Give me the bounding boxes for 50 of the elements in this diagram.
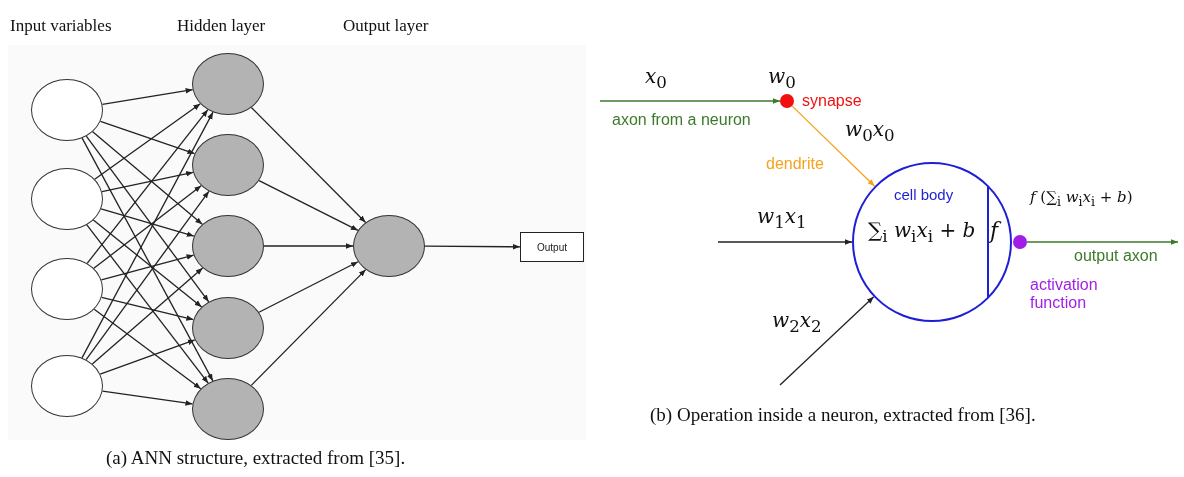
- arrow: [258, 261, 359, 313]
- arrow: [92, 219, 203, 308]
- arrow: [779, 296, 875, 386]
- arrow: [93, 308, 202, 390]
- arrow: [1026, 239, 1179, 245]
- arrow: [81, 111, 214, 359]
- synapse-label: synapse: [802, 92, 862, 110]
- arrow: [94, 103, 201, 180]
- arrow: [599, 98, 781, 104]
- arrow: [91, 267, 204, 365]
- arrow: [99, 120, 196, 155]
- output-axon-label: output axon: [1074, 247, 1158, 265]
- arrow: [99, 339, 196, 375]
- sum-formula: ∑$_{i}$ w$_{i}$x$_{i}$ + b: [868, 218, 976, 246]
- arrow: [92, 131, 203, 225]
- arrow: [717, 239, 853, 245]
- output-box: [520, 232, 584, 262]
- weight-symbol: w$_{0}$: [768, 64, 796, 92]
- arrow: [101, 171, 194, 193]
- arrow: [86, 109, 209, 264]
- caption: (a) ANN structure, extracted from [35].: [106, 447, 406, 469]
- dendrite-label: dendrite: [766, 155, 824, 173]
- axon-label: axon from a neuron: [612, 111, 751, 129]
- activation-function-label: activation function: [1030, 276, 1099, 312]
- cell-body-circle: [852, 162, 1012, 322]
- arrow: [100, 208, 195, 237]
- arrow: [101, 88, 194, 105]
- arrow: [93, 185, 202, 269]
- arrow: [250, 268, 367, 387]
- layer-heading: Input variables: [10, 16, 112, 36]
- arrow: [101, 390, 194, 406]
- arrow: [81, 137, 214, 382]
- arrow: [85, 190, 210, 361]
- arrow: [263, 243, 354, 249]
- arrow: [424, 243, 521, 250]
- arrow: [258, 180, 359, 231]
- synapse-dot: [780, 94, 794, 108]
- cell-body-label: cell body: [894, 186, 954, 203]
- arrow: [85, 135, 210, 303]
- arrow: [100, 254, 195, 281]
- arrow: [250, 106, 367, 224]
- arrow: [86, 224, 209, 384]
- caption: (b) Operation inside a neuron, extracted from [36].: [650, 404, 1036, 426]
- arrow: [101, 296, 194, 321]
- box-label: Output: [537, 241, 567, 253]
- activation-dot: [1013, 235, 1027, 249]
- arrow: [791, 105, 876, 187]
- edge-label: f (∑$_{i}$ w$_{i}$x$_{i}$ + b): [1028, 188, 1135, 209]
- layer-heading: Hidden layer: [177, 16, 266, 36]
- layer-heading: Output layer: [343, 16, 429, 36]
